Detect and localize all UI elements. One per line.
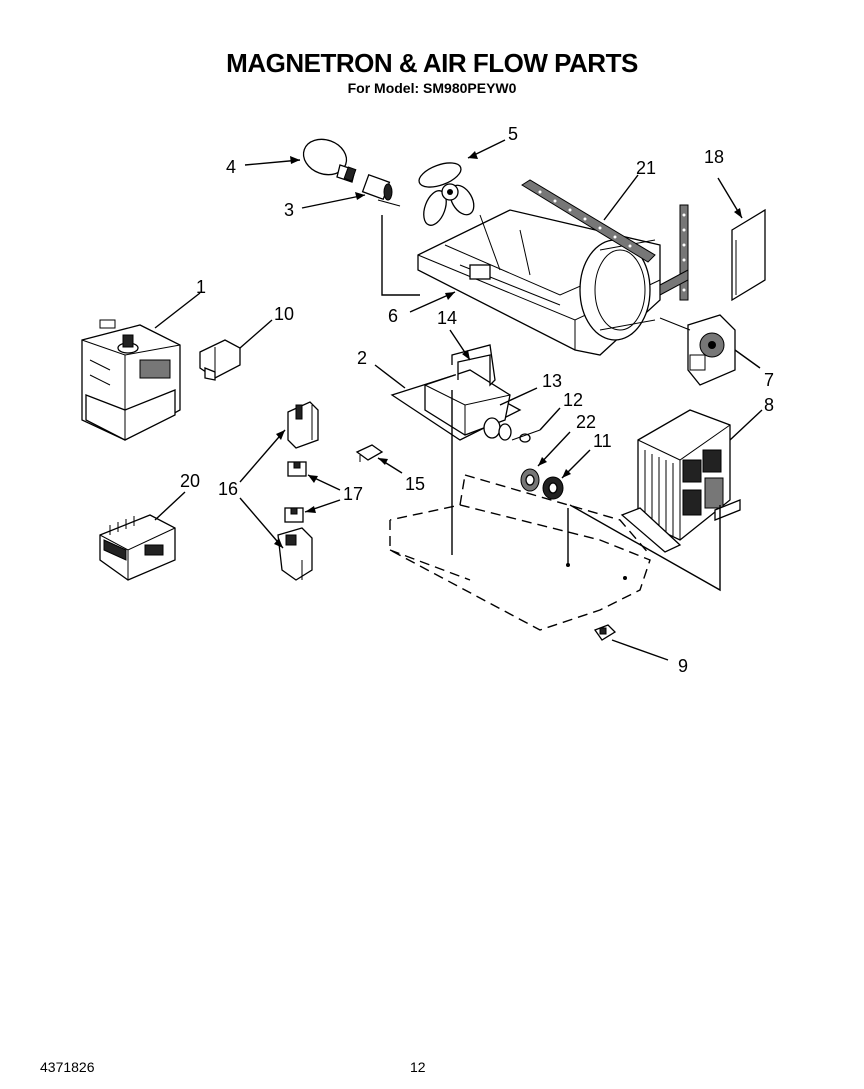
callout-15: 15 — [405, 474, 425, 494]
callout-3: 3 — [284, 200, 294, 220]
callout-21: 21 — [636, 158, 656, 178]
clip-part-15 — [355, 444, 384, 462]
transformer-part — [620, 409, 741, 553]
leader-9 — [611, 639, 669, 661]
page-number: 12 — [410, 1059, 426, 1075]
capacitor-assembly-part — [390, 344, 522, 441]
leader-7 — [734, 349, 761, 369]
leader-16-lower — [239, 497, 284, 549]
callout-8: 8 — [764, 395, 774, 415]
base-outline-dashed — [389, 474, 651, 631]
lamp-socket-part — [361, 173, 401, 207]
callout-6: 6 — [388, 306, 398, 326]
callout-12: 12 — [563, 390, 583, 410]
leader-3 — [301, 194, 366, 209]
leader-2 — [374, 364, 406, 389]
diode-part-12 — [511, 429, 541, 443]
leader-20 — [154, 491, 186, 521]
callout-1: 1 — [196, 277, 206, 297]
callout-20: 20 — [180, 471, 200, 491]
control-module-part — [99, 514, 176, 581]
callout-17: 17 — [343, 484, 363, 504]
fan-motor-part — [659, 314, 736, 386]
fuse-holder-part-22 — [520, 468, 540, 492]
callout-22: 22 — [576, 412, 596, 432]
interlock-switch-upper-part — [287, 401, 319, 477]
callout-9: 9 — [678, 656, 688, 676]
leader-8 — [729, 409, 763, 441]
leader-1 — [154, 292, 201, 329]
cover-plate-part — [731, 208, 766, 302]
lamp-bulb-part — [302, 138, 357, 183]
leader-8-bracket — [569, 504, 721, 592]
air-duct-frame-part — [417, 179, 689, 356]
page-title: MAGNETRON & AIR FLOW PARTS — [226, 48, 638, 78]
leader-3-bracket — [381, 215, 420, 296]
leader-12 — [539, 407, 561, 431]
callout-13: 13 — [542, 371, 562, 391]
magnetron-part — [81, 319, 181, 441]
model-subtitle: For Model: SM980PEYW0 — [347, 80, 517, 96]
leader-16-upper — [239, 429, 286, 483]
callout-10: 10 — [274, 304, 294, 324]
leader-10 — [239, 319, 273, 349]
callout-7: 7 — [764, 370, 774, 390]
leader-13 — [499, 387, 538, 406]
leader-21 — [603, 174, 639, 221]
fan-blade-part — [418, 162, 475, 226]
thermal-cutout-part-11 — [542, 476, 564, 500]
interlock-switch-lower-part — [277, 507, 313, 581]
clip-part-10 — [199, 339, 241, 381]
callout-11: 11 — [593, 431, 612, 451]
callout-5: 5 — [508, 124, 518, 144]
callout-18: 18 — [704, 147, 724, 167]
callout-14: 14 — [437, 308, 457, 328]
callout-4: 4 — [226, 157, 236, 177]
callout-16: 16 — [218, 479, 238, 499]
document-number: 4371826 — [40, 1059, 95, 1075]
callout-2: 2 — [357, 348, 367, 368]
connector-part-9 — [593, 624, 617, 641]
